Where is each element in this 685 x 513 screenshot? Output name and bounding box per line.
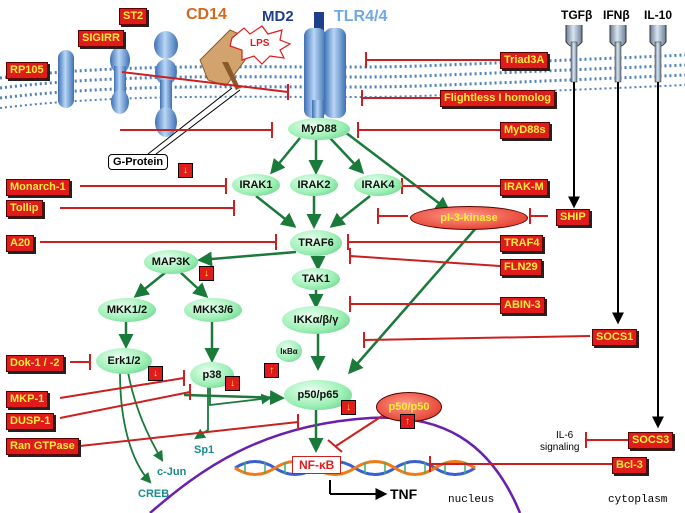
myd88-node: MyD88 (288, 118, 350, 140)
tlr4-dimer (304, 12, 346, 118)
abin3-inhibitor: ABIN-3 (500, 297, 545, 314)
down-indicator-icon: ↓ (341, 400, 356, 415)
inhibition-lines (40, 52, 628, 472)
mkp1-inhibitor: MKP-1 (6, 391, 49, 408)
st2-inhibitor: ST2 (119, 8, 148, 25)
gprotein-connector (155, 89, 241, 155)
map3k-node: MAP3K (144, 250, 198, 274)
irak2-node: IRAK2 (290, 174, 338, 196)
bcl3-inhibitor: Bcl-3 (612, 457, 647, 474)
lps-burst (229, 25, 292, 65)
transcription-factor-arrows (119, 371, 273, 484)
pi3k-node: pI-3-kinase (410, 206, 528, 230)
gprotein-text: G-Protein (113, 156, 164, 168)
myd88s-inhibitor: MyD88s (500, 122, 550, 139)
down-indicator-icon: ↓ (148, 366, 163, 381)
nucleus-label: nucleus (448, 494, 495, 506)
ikk-node: IKKα/β/γ (282, 306, 350, 334)
irak1-node: IRAK1 (232, 174, 280, 196)
sp1-label: Sp1 (194, 444, 215, 456)
il6-label-line2: signaling (540, 442, 580, 453)
up-indicator-icon: ↑ (264, 363, 279, 378)
socs1-inhibitor: SOCS1 (592, 329, 638, 346)
monarch-inhibitor: Monarch-1 (6, 179, 70, 196)
gprotein-connector (147, 87, 233, 155)
tnf-label: TNF (390, 486, 418, 502)
il10-label: IL-10 (644, 8, 673, 22)
up-indicator-icon: ↑ (400, 414, 415, 429)
ikba-node: IκBα (276, 340, 302, 362)
rp105-receptor (58, 50, 74, 108)
tgfb-label: TGFβ (561, 8, 593, 22)
ifnb-receptor (609, 25, 627, 83)
cjun-label: c-Jun (157, 466, 187, 478)
traf4-inhibitor: TRAF4 (500, 235, 544, 252)
socs3-inhibitor: SOCS3 (628, 432, 674, 449)
il10-receptor (649, 25, 667, 83)
tak1-node: TAK1 (292, 268, 340, 290)
ifnb-label: IFNβ (603, 8, 630, 22)
sigirr-inhibitor: SIGIRR (78, 30, 124, 47)
il6-label-line1: IL-6 (556, 430, 574, 441)
st2-receptor (154, 31, 178, 137)
erk-node: Erk1/2 (96, 348, 152, 374)
dok-inhibitor: Dok-1 / -2 (6, 355, 64, 372)
cytoplasm-label: cytoplasm (608, 494, 668, 506)
mkk36-node: MKK3/6 (184, 298, 242, 322)
cytokine-arrows (330, 82, 664, 500)
irak4-node: IRAK4 (354, 174, 402, 196)
down-indicator-icon: ↓ (178, 163, 193, 178)
ship-inhibitor: SHIP (556, 209, 590, 226)
traf6-node: TRAF6 (290, 230, 342, 256)
irakm-inhibitor: IRAK-M (500, 179, 548, 196)
creb-label: CREB (138, 488, 170, 500)
flightless-inhibitor: Flightless I homolog (440, 90, 555, 107)
down-indicator-icon: ↓ (225, 376, 240, 391)
a20-inhibitor: A20 (6, 235, 35, 252)
gprotein-label: G-Protein (108, 154, 169, 170)
cd14-label: CD14 (186, 6, 227, 23)
activation-arrows (118, 131, 477, 453)
down-indicator-icon: ↓ (199, 266, 214, 281)
dusp1-inhibitor: DUSP-1 (6, 413, 55, 430)
tollip-inhibitor: Tollip (6, 200, 43, 217)
mkk12-node: MKK1/2 (98, 298, 156, 322)
nucleus-envelope (149, 416, 522, 513)
lps-label: LPS (250, 38, 270, 49)
tlr4-label: TLR4/4 (334, 8, 388, 25)
cell-membrane (0, 53, 685, 109)
p5065-node: p50/p65 (284, 380, 352, 410)
md2-label: MD2 (262, 8, 294, 25)
triad3a-inhibitor: Triad3A (500, 52, 549, 69)
rp105-inhibitor: RP105 (6, 62, 48, 79)
fln29-inhibitor: FLN29 (500, 259, 542, 276)
tgfb-receptor (565, 25, 583, 83)
dna-helix (234, 460, 476, 476)
sigirr-receptor (110, 46, 130, 114)
ran-gtpase-inhibitor: Ran GTPase (6, 438, 79, 455)
nfkb-box: NF-κB (292, 456, 342, 474)
